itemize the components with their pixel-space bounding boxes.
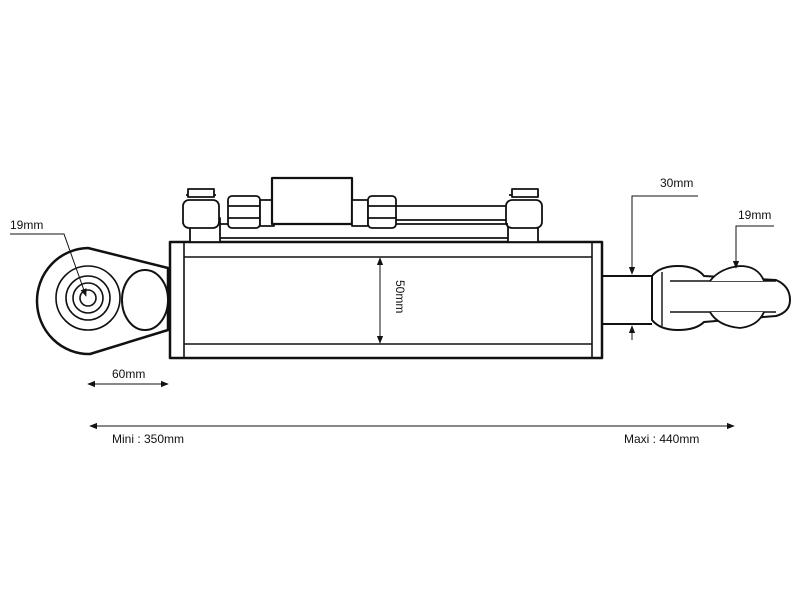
eye-length-label: 60mm [112, 367, 145, 381]
rod-leader [628, 195, 698, 275]
cylinder-drawing [35, 176, 791, 360]
right-pin-label: 19mm [738, 208, 771, 222]
dimension-labels: 19mm 19mm 30mm 50mm 60mm Mini : 350mm Ma… [10, 176, 771, 446]
cylinder-barrel [168, 240, 604, 360]
left-pin-label: 19mm [10, 218, 43, 232]
top-manifold [182, 176, 543, 243]
bore-label: 50mm [393, 280, 407, 313]
piston-rod [602, 275, 652, 325]
left-eye [35, 246, 170, 356]
max-length-label: Maxi : 440mm [624, 432, 699, 446]
right-ball-joint [651, 265, 791, 331]
left-pin-leader [10, 233, 87, 297]
dimension-lines [10, 195, 774, 430]
right-pin-leader [732, 225, 774, 269]
min-length-label: Mini : 350mm [112, 432, 184, 446]
rod-label: 30mm [660, 176, 693, 190]
